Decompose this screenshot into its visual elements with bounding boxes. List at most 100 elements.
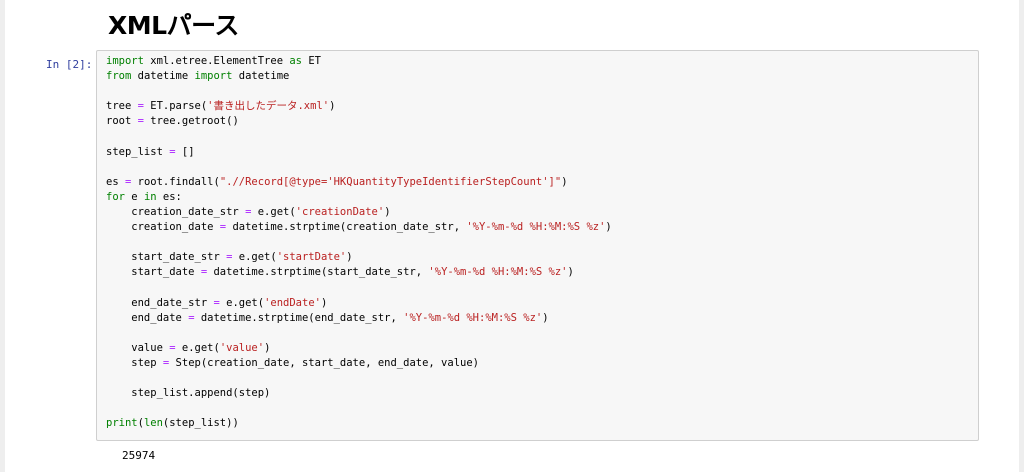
cell-output: 25974 [122,449,156,462]
code-token: (step_list)) [162,417,239,430]
code-line: import xml.etree.ElementTree as ET [106,54,612,69]
code-token: e.get( [232,251,277,264]
code-line: creation_date = datetime.strptime(creati… [106,220,612,235]
code-token: for [106,190,125,203]
code-token: ) [567,266,574,279]
code-line: es = root.findall(".//Record[@type='HKQu… [106,175,612,190]
code-token: 'startDate' [276,251,347,264]
code-token: 'creationDate' [295,205,385,218]
code-line [106,280,612,295]
code-token: as [289,55,302,67]
code-token: xml.etree.ElementTree [143,55,290,67]
code-token: = [124,175,132,188]
code-token: 'endDate' [264,296,321,309]
code-token: = [169,145,176,158]
code-token: root [106,115,138,128]
code-token: e [124,190,144,203]
code-token: = [245,205,252,218]
code-token: ET [302,55,321,67]
code-token: '書き出したデータ.xml' [207,100,330,113]
code-token: es [106,175,125,188]
code-token: = [137,115,144,128]
code-token: datetime.strptime(end_date_str, [194,311,404,324]
code-line [106,160,612,175]
code-token: ) [384,205,391,218]
code-token: datetime [232,70,290,83]
code-token: ET.parse( [143,100,208,113]
code-token: es: [156,190,182,203]
code-token: '%Y-%m-%d %H:%M:%S %z' [428,266,568,279]
code-line [106,371,612,386]
code-line [106,129,612,144]
code-line: value = e.get('value') [106,341,612,356]
code-token: ) [320,296,328,309]
code-token: step_list [106,145,170,158]
code-token: e.get( [175,341,220,354]
code-token: print [106,417,138,430]
code-token: len [143,417,163,430]
code-line: end_date = datetime.strptime(end_date_st… [106,311,612,326]
code-line [106,235,612,250]
code-token: = [226,251,233,264]
code-token: datetime.strptime(start_date_str, [207,266,429,279]
code-token: ) [329,100,336,113]
code-token: = [169,341,176,354]
code-token: root.findall( [131,175,220,188]
code-token: ) [264,341,271,354]
code-token: = [137,100,144,113]
code-token: start_date_str [106,251,227,264]
code-token: = [219,221,227,234]
code-token: e.get( [219,296,265,309]
code-token: creation_date_str [106,205,246,218]
code-line: start_date = datetime.strptime(start_dat… [106,265,612,280]
code-token: = [188,311,195,324]
notebook-page: XMLパース In [2]: import xml.etree.ElementT… [5,0,1019,472]
code-token: creation_date [106,221,220,234]
code-token: ) [561,175,568,188]
code-token: ) [605,221,612,234]
code-token: in [143,190,157,203]
code-token: '%Y-%m-%d %H:%M:%S %z' [403,311,543,324]
code-line: step_list.append(step) [106,386,612,401]
code-line: step_list = [] [106,145,612,160]
code-line: end_date_str = e.get('endDate') [106,296,612,311]
code-token: end_date [106,311,189,324]
code-token: start_date [106,266,201,279]
code-line: for e in es: [106,190,612,205]
code-line [106,326,612,341]
code-token: '%Y-%m-%d %H:%M:%S %z' [466,221,606,234]
code-token: e.get( [251,205,296,218]
code-line: root = tree.getroot() [106,114,612,129]
code-token: ( [137,417,144,430]
code-line: from datetime import datetime [106,69,612,84]
section-heading: XMLパース [108,11,239,40]
code-line: creation_date_str = e.get('creationDate'… [106,205,612,220]
code-line [106,84,612,99]
code-token: import [194,70,233,83]
code-token: [] [175,145,195,158]
code-token: datetime [131,70,195,83]
code-token: step_list.append(step) [106,387,271,400]
code-token: from [106,70,132,83]
cell-prompt: In [2]: [46,58,93,71]
code-line [106,401,612,416]
code-token: = [213,296,220,309]
code-line: step = Step(creation_date, start_date, e… [106,356,612,371]
code-token: datetime.strptime(creation_date_str, [226,221,467,234]
code-token: tree [106,100,138,113]
code-token: tree.getroot() [143,115,239,128]
code-token: end_date_str [106,296,214,309]
code-token: = [200,266,208,279]
code-token: 'value' [219,341,265,354]
code-token: ) [346,251,353,264]
code-token: Step(creation_date, start_date, end_date… [169,356,479,369]
code-line: tree = ET.parse('書き出したデータ.xml') [106,99,612,114]
code-line: print(len(step_list)) [106,416,612,431]
code-token: ".//Record[@type='HKQuantityTypeIdentifi… [219,175,562,188]
code-token: value [106,341,170,354]
code-token: = [162,356,170,369]
code-token: step [106,356,163,369]
code-token: import [106,55,144,67]
